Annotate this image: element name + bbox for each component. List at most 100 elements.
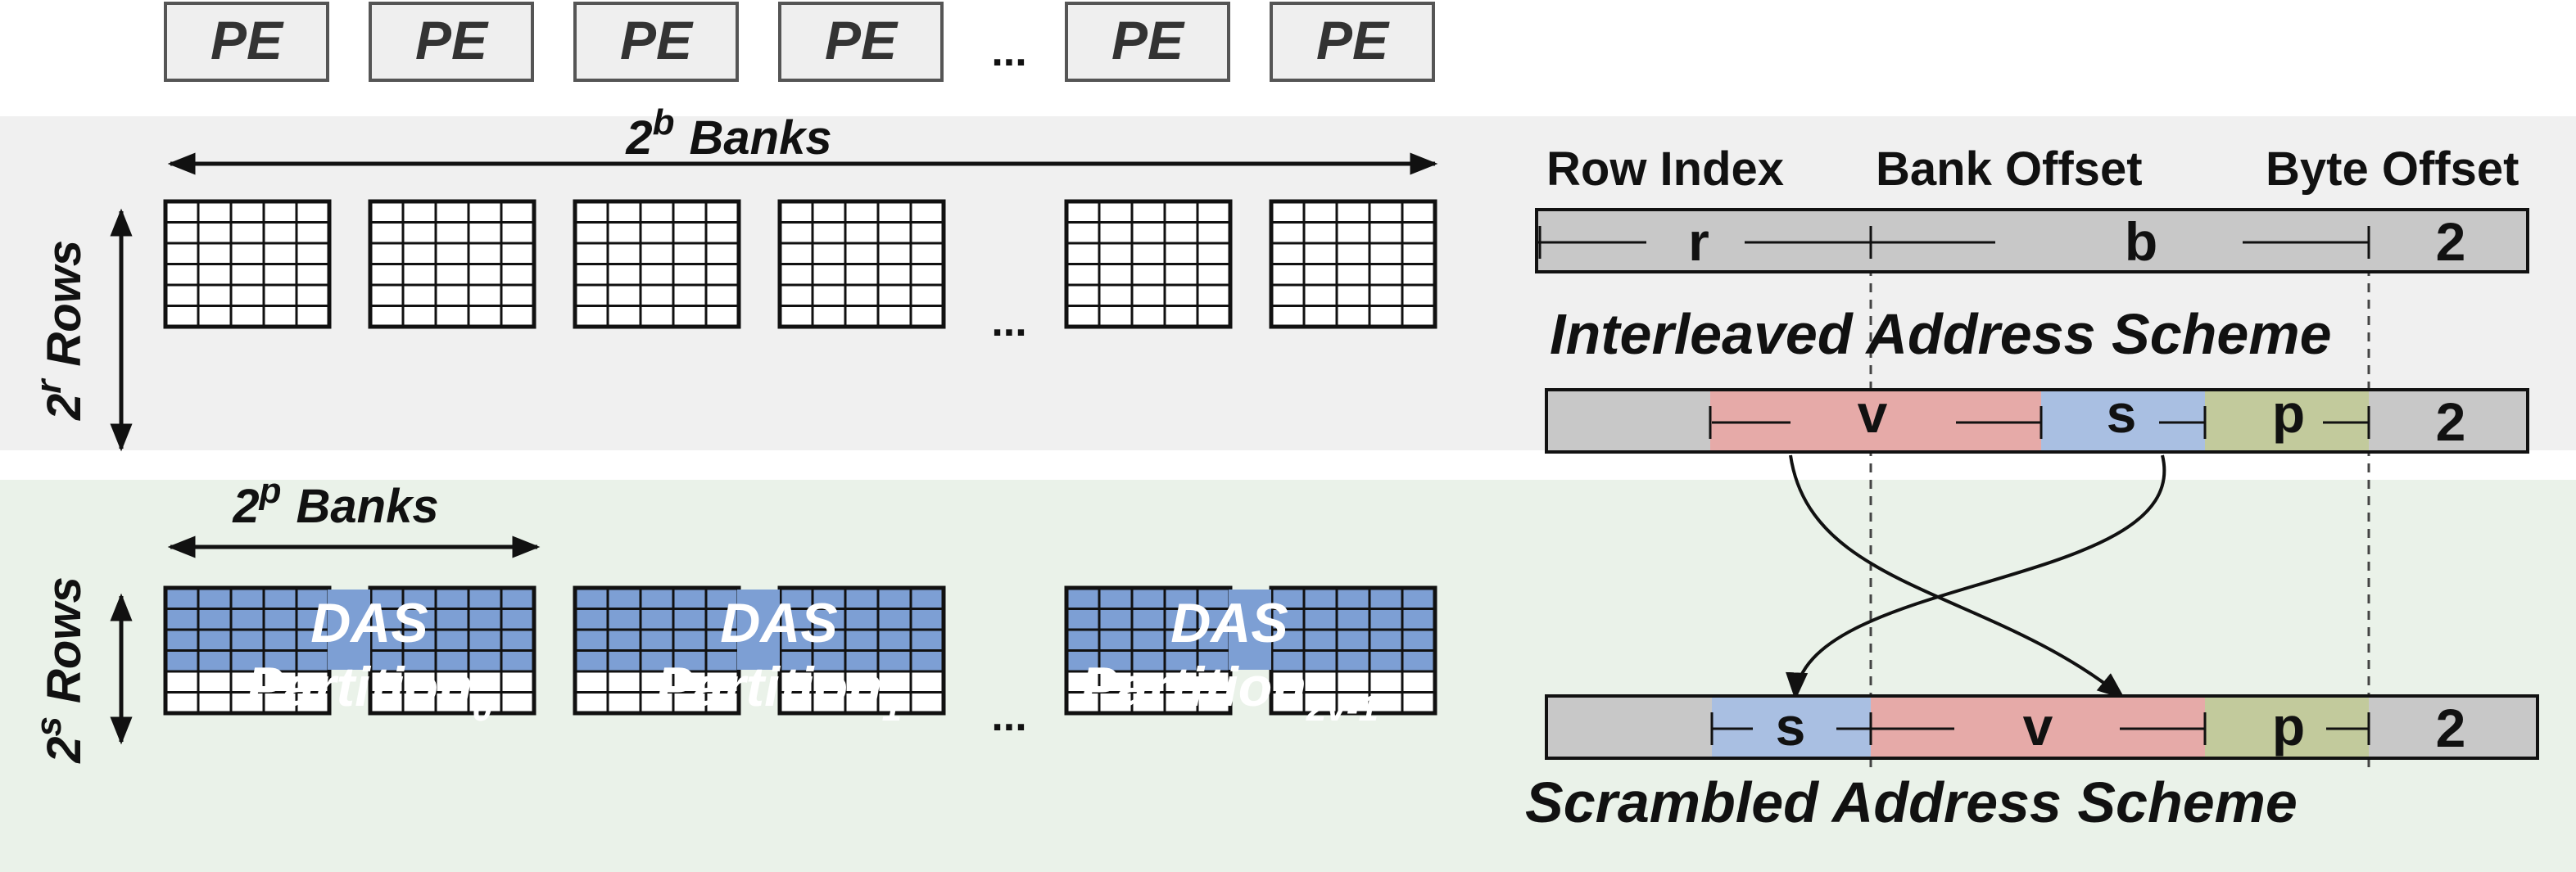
bank-cell — [778, 221, 814, 245]
bank-cell — [1098, 242, 1134, 265]
bank-cell — [295, 628, 331, 652]
bank-cell — [573, 221, 609, 245]
bank-cell — [778, 242, 814, 265]
rows-label: 2rRows — [29, 240, 91, 421]
bank-cell — [295, 283, 331, 307]
bank-cell — [1130, 305, 1166, 328]
bank-cell — [229, 649, 265, 673]
bank-cell — [164, 586, 200, 610]
bank-cell — [606, 200, 642, 224]
interleaved-title: Interleaved Address Scheme — [1550, 302, 2332, 366]
bank-cell — [467, 242, 503, 265]
bank-cell — [811, 305, 847, 328]
partition-bridge — [1229, 590, 1271, 670]
bank-cell — [573, 691, 609, 715]
header-row-index: Row Index — [1546, 142, 1784, 196]
bank-cell — [909, 670, 945, 694]
partition-rows-label: 2sRows — [29, 576, 91, 763]
bank-cell — [197, 670, 233, 694]
bank-cell — [164, 263, 200, 287]
bank-cell — [639, 586, 675, 610]
bank-cell — [500, 305, 536, 328]
bank-cell — [434, 586, 470, 610]
bank-cell — [295, 200, 331, 224]
bank-cell — [573, 628, 609, 652]
bank-cell — [500, 691, 536, 715]
bank-cell — [811, 221, 847, 245]
bank-cell — [467, 608, 503, 631]
bank-cell — [197, 283, 233, 307]
bank-cell — [909, 628, 945, 652]
bank-cell — [164, 221, 200, 245]
bank-cell — [573, 283, 609, 307]
bank-cell — [401, 221, 437, 245]
pe-label: PE — [1316, 10, 1390, 70]
interleaved-address-bar: r b 2 — [1535, 208, 2529, 273]
bank-cell — [229, 628, 265, 652]
bank-cell — [1368, 586, 1404, 610]
bank-cell — [401, 263, 437, 287]
bank-cell — [573, 263, 609, 287]
bank-cell — [909, 608, 945, 631]
bank-cell — [229, 263, 265, 287]
bank-cell — [1065, 628, 1101, 652]
bank-cell — [1130, 608, 1166, 631]
bank-cell — [1065, 305, 1101, 328]
bank-cell — [1302, 283, 1338, 307]
bank-cell — [197, 200, 233, 224]
bank-cell — [606, 670, 642, 694]
bank-cell — [295, 263, 331, 287]
bank-cell — [434, 263, 470, 287]
bank-grid — [1269, 585, 1437, 716]
bank-cell — [1098, 586, 1134, 610]
bank-cell — [1098, 608, 1134, 631]
bank-cell — [1368, 608, 1404, 631]
bank-cell — [1098, 263, 1134, 287]
bank-cell — [197, 305, 233, 328]
bank-cell — [1302, 649, 1338, 673]
field-p: p — [2272, 383, 2305, 444]
partition-bridge — [328, 590, 370, 670]
pe-box: PE — [573, 2, 739, 82]
header-byte-offset: Byte Offset — [2266, 142, 2519, 196]
bank-cell — [811, 283, 847, 307]
bank-cell — [197, 263, 233, 287]
bank-cell — [811, 263, 847, 287]
bank-cell — [164, 649, 200, 673]
bank-cell — [1130, 670, 1166, 694]
bank-cell — [876, 242, 912, 265]
bank-cell — [1401, 691, 1437, 715]
bank-cell — [778, 305, 814, 328]
bank-cell — [434, 608, 470, 631]
bank-cell — [1270, 221, 1306, 245]
bank-cell — [164, 670, 200, 694]
bank-cell — [401, 242, 437, 265]
bank-cell — [672, 586, 708, 610]
bank-cell — [262, 242, 298, 265]
bank-grid — [573, 585, 741, 716]
bank-cell — [639, 221, 675, 245]
bank-cell — [500, 586, 536, 610]
bank-cell — [467, 283, 503, 307]
bank-cell — [467, 586, 503, 610]
bank-cell — [164, 283, 200, 307]
bank-cell — [1163, 283, 1199, 307]
bank-cell — [909, 221, 945, 245]
bank-cell — [1196, 305, 1232, 328]
bank-cell — [1302, 263, 1338, 287]
bank-cell — [467, 200, 503, 224]
bank-cell — [197, 586, 233, 610]
bank-cell — [672, 200, 708, 224]
bank-grid — [1269, 199, 1437, 329]
bank-cell — [573, 586, 609, 610]
bank-cell — [639, 628, 675, 652]
bank-cell — [369, 263, 405, 287]
bank-cell — [811, 242, 847, 265]
bank-cell — [1130, 242, 1166, 265]
pe-label: PE — [211, 10, 284, 70]
bank-cell — [1401, 283, 1437, 307]
bank-cell — [500, 242, 536, 265]
bank-cell — [606, 305, 642, 328]
